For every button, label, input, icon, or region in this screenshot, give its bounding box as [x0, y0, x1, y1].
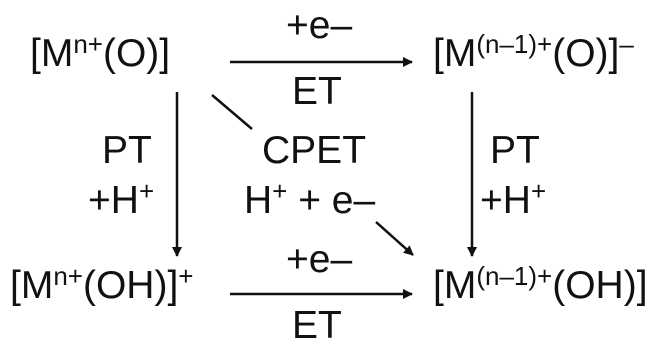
- bottom-et-reagent: +e–: [286, 238, 353, 281]
- right-pt-label: PT: [490, 129, 540, 172]
- species-bottom-right: [M(n–1)+(OH)]: [433, 261, 648, 307]
- top-et-reagent: +e–: [286, 4, 353, 47]
- left-pt-label: PT: [102, 129, 152, 172]
- species-top-right: [M(n–1)+(O)]–: [433, 29, 634, 75]
- arrows-layer: [172, 57, 477, 299]
- bottom-et-label: ET: [292, 304, 342, 347]
- species-top-left: [Mn+(O)]: [30, 29, 171, 75]
- cpet-reagent: H+ + e–: [244, 176, 376, 222]
- cpet-arrow-tail: [211, 94, 253, 130]
- species-bottom-left: [Mn+(OH)]+: [10, 261, 194, 307]
- cpet-label: CPET: [262, 129, 367, 172]
- top-et-label: ET: [292, 70, 342, 113]
- cpet-arrow-head: [375, 221, 414, 256]
- reaction-scheme: [Mn+(O)] [M(n–1)+(O)]– [Mn+(OH)]+ [M(n–1…: [10, 4, 648, 345]
- left-pt-reagent: +H+: [88, 176, 155, 222]
- right-pt-reagent: +H+: [480, 176, 547, 222]
